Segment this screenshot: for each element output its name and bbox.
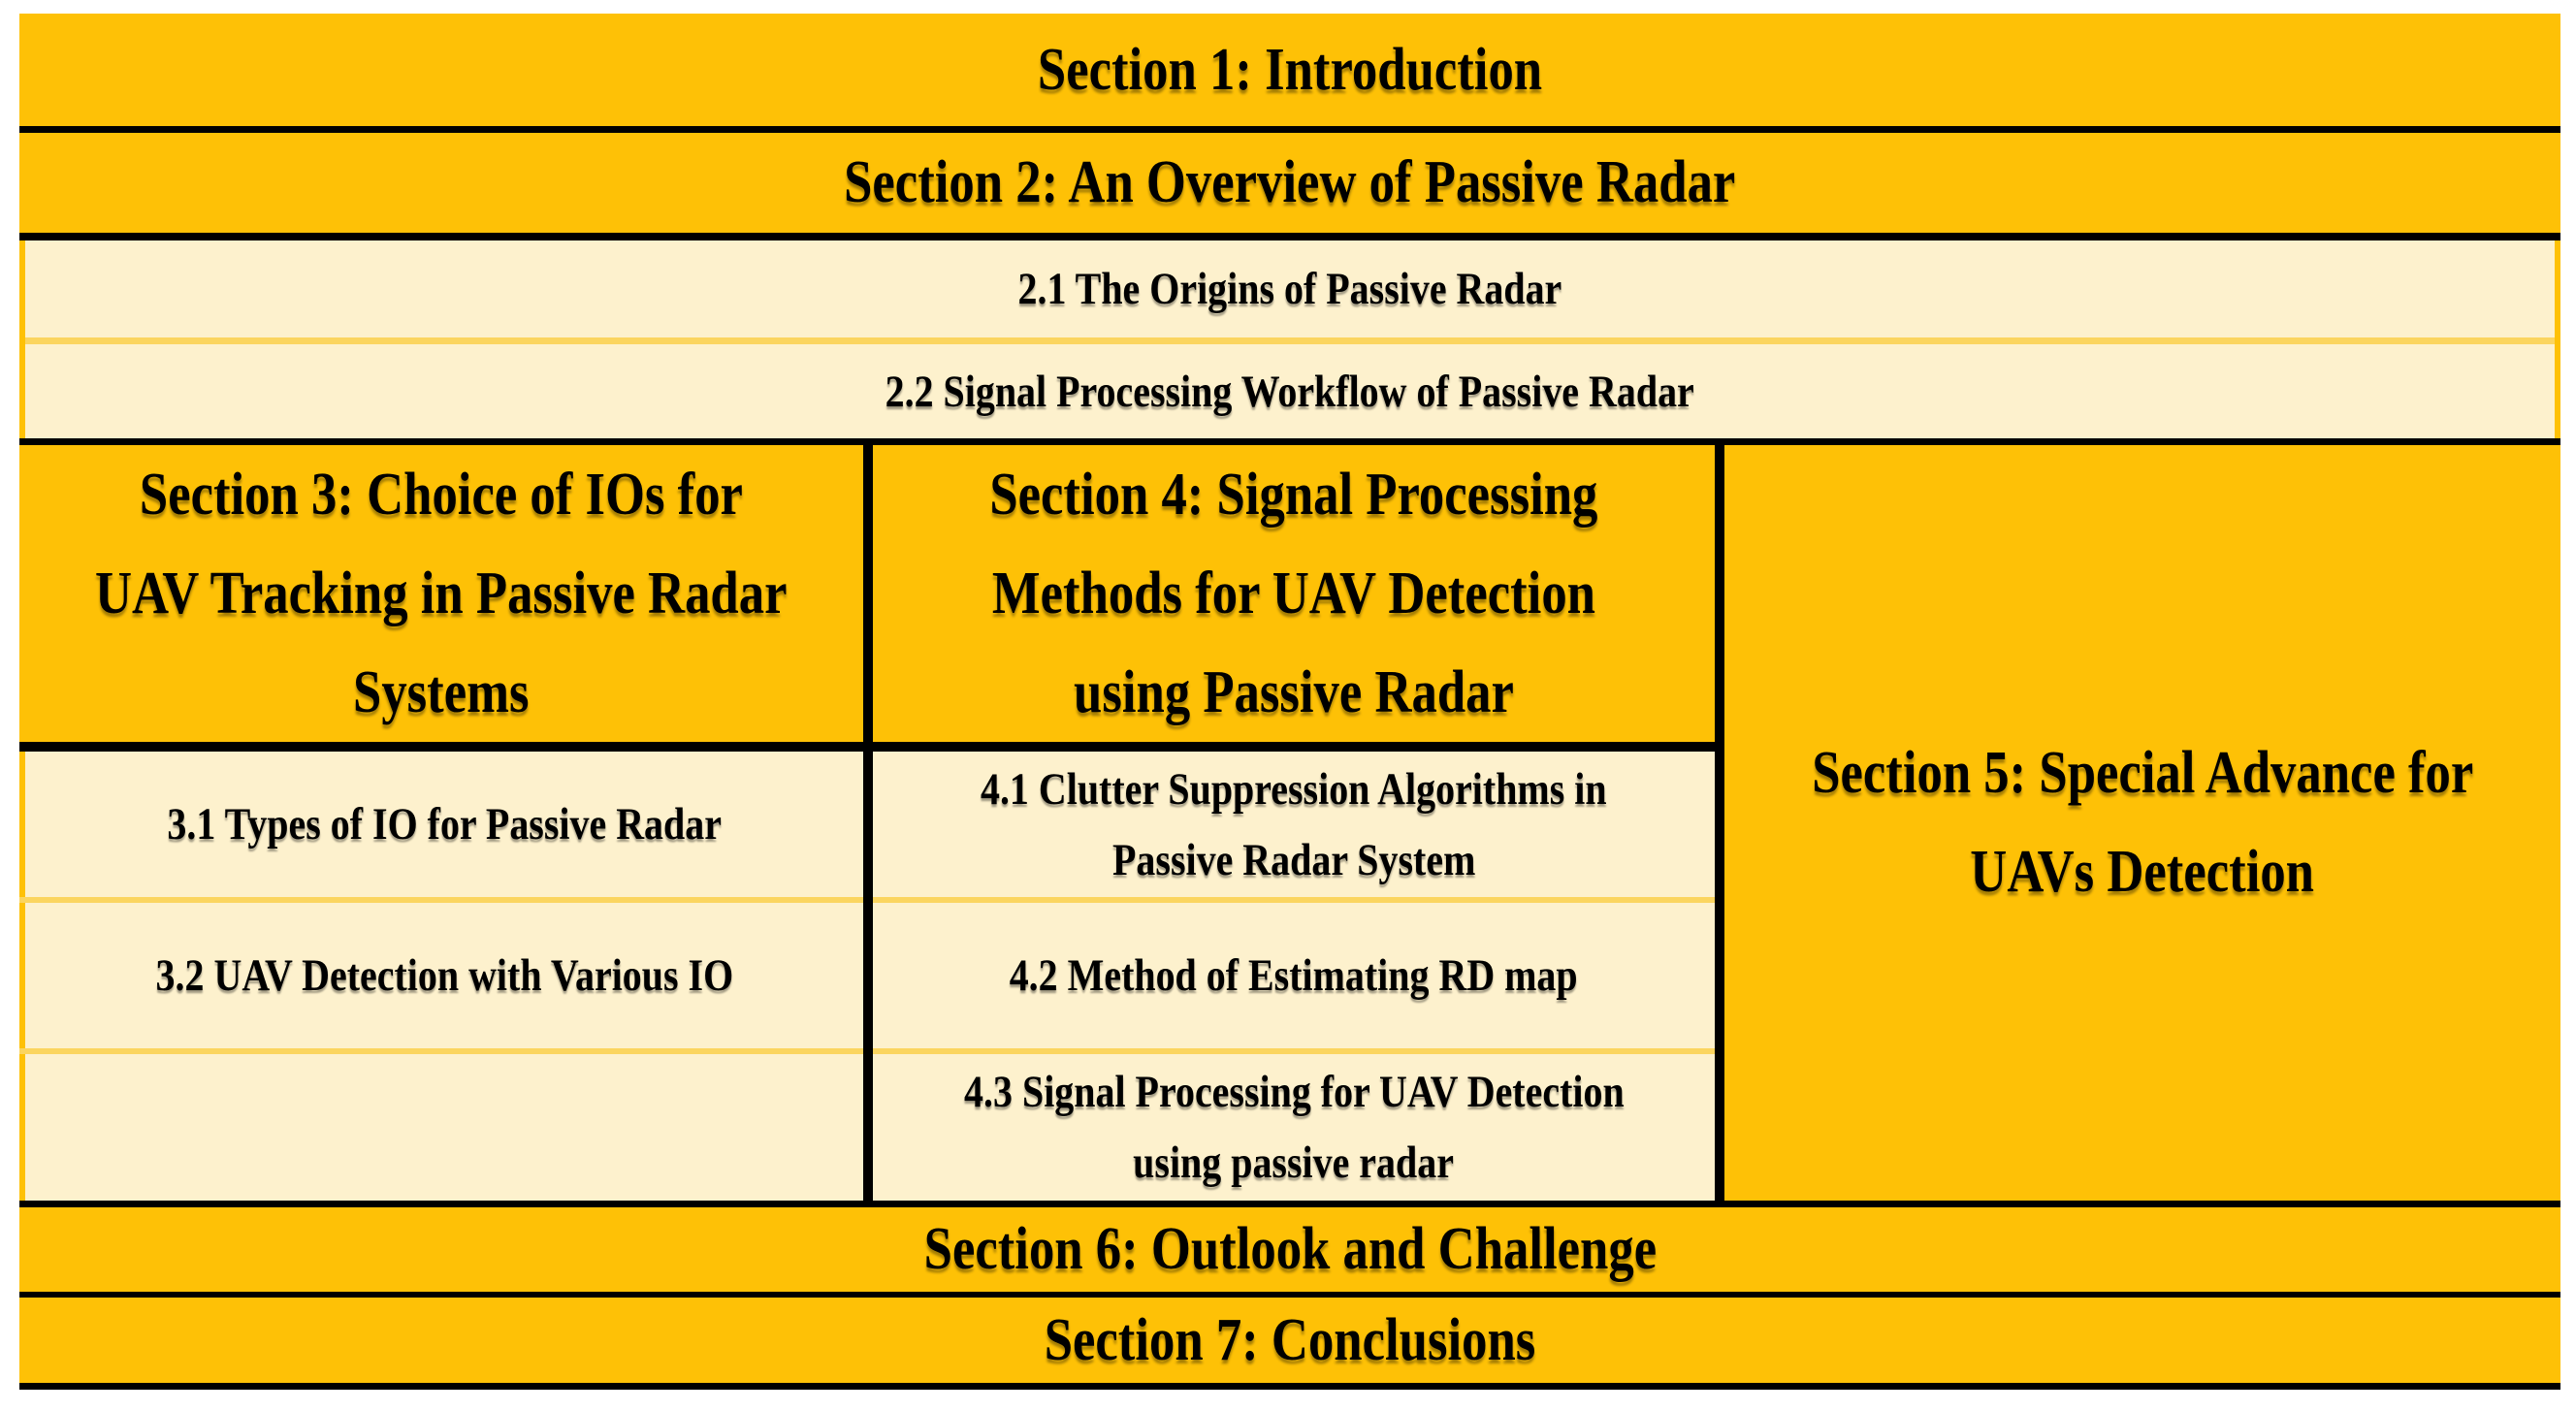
- row-section-7: Section 7: Conclusions: [19, 1298, 2560, 1383]
- subsection-4-3-title-line: 4.3 Signal Processing for UAV Detection: [963, 1067, 1625, 1117]
- divider: [19, 1383, 2560, 1390]
- divider: [25, 337, 2555, 344]
- cell-subsection-4-2: 4.2 Method of Estimating RD map: [873, 903, 1715, 1048]
- subsection-4-3-title-line: using passive radar: [1133, 1138, 1455, 1188]
- row-section-2: Section 2: An Overview of Passive Radar: [19, 133, 2560, 233]
- section-2-title: Section 2: An Overview of Passive Radar: [844, 149, 1736, 215]
- cell-subsection-4-3: 4.3 Signal Processing for UAV Detection …: [873, 1054, 1715, 1201]
- section-1-title: Section 1: Introduction: [1037, 36, 1543, 103]
- subsection-3-1-title: 3.1 Types of IO for Passive Radar: [167, 799, 722, 850]
- column-section-5: Section 5: Special Advance for UAVs Dete…: [1724, 445, 2560, 1201]
- section-4-title-line: Methods for UAV Detection: [991, 560, 1596, 626]
- divider: [19, 438, 2560, 445]
- section-4-title-line: Section 4: Signal Processing: [989, 461, 1598, 528]
- subsection-3-2-title: 3.2 UAV Detection with Various IO: [155, 950, 733, 1001]
- section-3-header: Section 3: Choice of IOs for UAV Trackin…: [19, 445, 863, 742]
- subsection-2-1-title: 2.1 The Origins of Passive Radar: [1017, 264, 1562, 314]
- section-3-title-line: Section 3: Choice of IOs for: [139, 461, 744, 528]
- subsection-4-1-title-line: 4.1 Clutter Suppression Algorithms in: [981, 763, 1607, 815]
- row-section-6: Section 6: Outlook and Challenge: [19, 1207, 2560, 1292]
- divider: [873, 742, 1715, 752]
- divider: [19, 742, 863, 752]
- section-7-title: Section 7: Conclusions: [1044, 1306, 1536, 1373]
- divider: [873, 1048, 1715, 1054]
- row-section-1: Section 1: Introduction: [19, 14, 2560, 126]
- divider: [873, 897, 1715, 903]
- middle-columns-block: Section 3: Choice of IOs for UAV Trackin…: [19, 445, 2560, 1201]
- divider: [19, 233, 2560, 241]
- divider: [19, 1292, 2560, 1298]
- section-5-title-line: Section 5: Special Advance for: [1811, 740, 2474, 806]
- cell-empty: [25, 1054, 863, 1201]
- cell-subsection-2-1: 2.1 The Origins of Passive Radar: [25, 241, 2555, 337]
- subsection-4-2-title: 4.2 Method of Estimating RD map: [1010, 950, 1578, 1001]
- divider: [19, 1048, 863, 1054]
- subsection-4-1-title-line: Passive Radar System: [1111, 834, 1476, 885]
- section-4-header: Section 4: Signal Processing Methods for…: [873, 445, 1715, 742]
- cell-subsection-3-2: 3.2 UAV Detection with Various IO: [25, 903, 863, 1048]
- cell-subsection-2-2: 2.2 Signal Processing Workflow of Passiv…: [25, 344, 2555, 438]
- section-4-title-line: using Passive Radar: [1074, 658, 1514, 725]
- section-5-title-line: UAVs Detection: [1970, 839, 2315, 905]
- divider: [19, 126, 2560, 133]
- column-section-3: Section 3: Choice of IOs for UAV Trackin…: [19, 445, 863, 1201]
- cell-subsection-3-1: 3.1 Types of IO for Passive Radar: [25, 752, 863, 897]
- section-6-title: Section 6: Outlook and Challenge: [923, 1216, 1657, 1282]
- paper-outline-table: Section 1: Introduction Section 2: An Ov…: [19, 14, 2560, 1390]
- column-section-4: Section 4: Signal Processing Methods for…: [873, 445, 1715, 1201]
- subsection-2-2-title: 2.2 Signal Processing Workflow of Passiv…: [885, 366, 1695, 417]
- cell-subsection-4-1: 4.1 Clutter Suppression Algorithms in Pa…: [873, 752, 1715, 897]
- section-3-title-line: UAV Tracking in Passive Radar: [95, 560, 788, 626]
- divider: [19, 1201, 2560, 1207]
- divider: [19, 897, 863, 903]
- divider: [1715, 445, 1724, 1201]
- section-3-title-line: Systems: [353, 658, 530, 725]
- divider: [863, 445, 873, 1201]
